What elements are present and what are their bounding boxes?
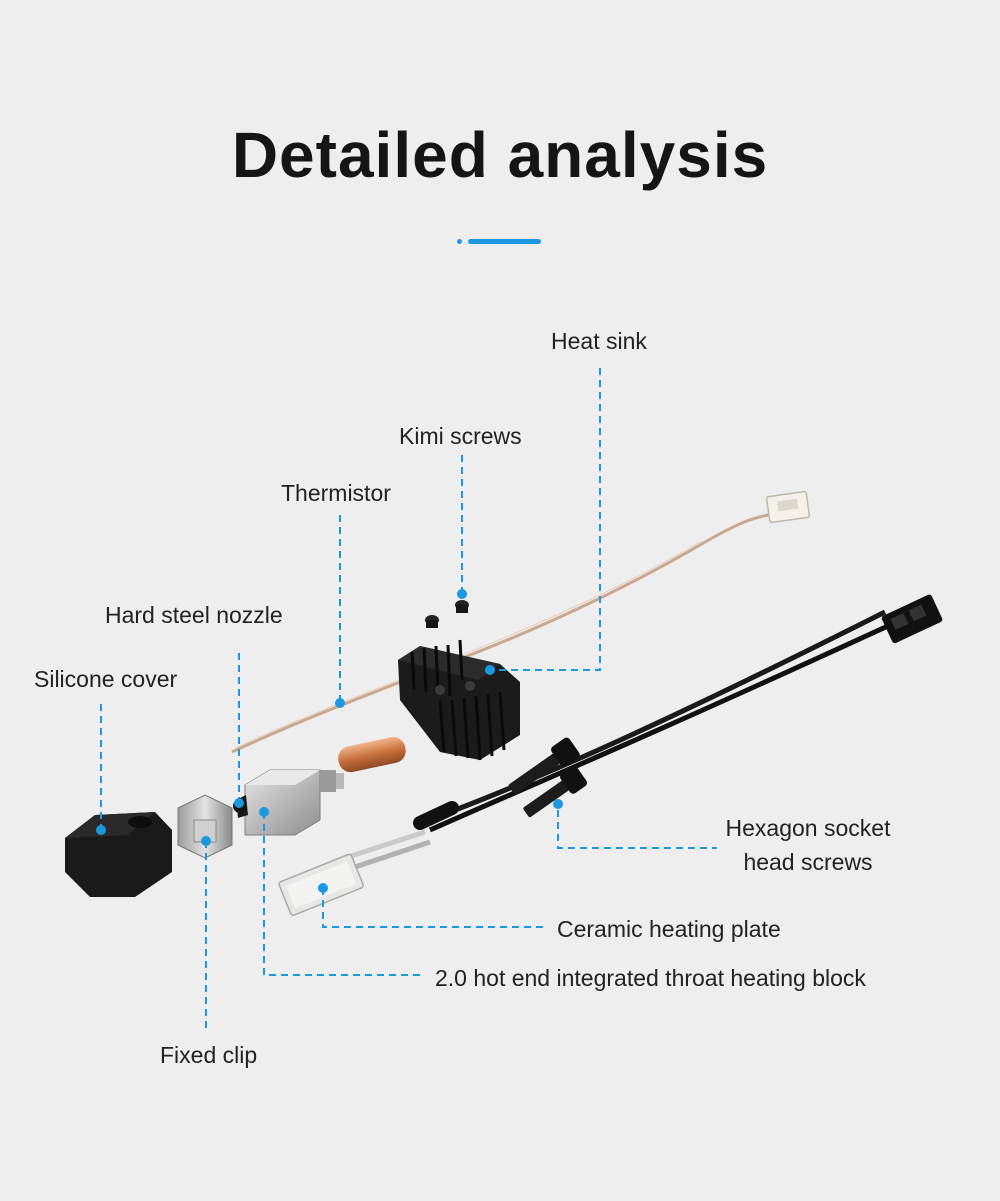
heat-sink	[398, 639, 520, 761]
accent-dot	[457, 239, 462, 244]
leader-hexagon-screws	[557, 810, 717, 849]
label-hexagon-line1: Hexagon socket	[725, 815, 891, 841]
kimi-screws	[425, 600, 469, 628]
hexagon-socket-screws	[508, 737, 588, 818]
thermistor-connector	[765, 490, 811, 524]
callout-dots	[96, 589, 563, 893]
label-thermistor: Thermistor	[281, 480, 391, 506]
accent-underline	[468, 239, 541, 244]
label-hard-steel-nozzle: Hard steel nozzle	[105, 602, 283, 628]
silicone-cover	[65, 812, 172, 897]
fixed-clip	[177, 794, 233, 859]
heating-block	[244, 769, 344, 836]
leader-ceramic-plate	[322, 888, 547, 928]
ceramic-heating-plate	[278, 829, 431, 916]
label-heat-sink: Heat sink	[551, 328, 647, 354]
heater-wires	[413, 609, 892, 833]
label-ceramic-heating-plate: Ceramic heating plate	[557, 916, 781, 942]
leader-lines	[100, 368, 717, 1030]
label-hexagon-socket: Hexagon socket head screws	[719, 813, 897, 877]
leader-heat-sink	[490, 368, 601, 671]
label-hexagon-line2: head screws	[743, 849, 873, 875]
heater-connector	[881, 594, 943, 644]
leader-heating-block	[263, 812, 425, 976]
page-title: Detailed analysis	[231, 119, 769, 191]
thermistor-wire	[231, 510, 776, 754]
label-fixed-clip: Fixed clip	[160, 1042, 258, 1068]
copper-throat	[338, 737, 406, 773]
label-silicone-cover: Silicone cover	[34, 666, 178, 692]
label-heating-block: 2.0 hot end integrated throat heating bl…	[435, 965, 866, 991]
label-kimi-screws: Kimi screws	[399, 423, 522, 449]
